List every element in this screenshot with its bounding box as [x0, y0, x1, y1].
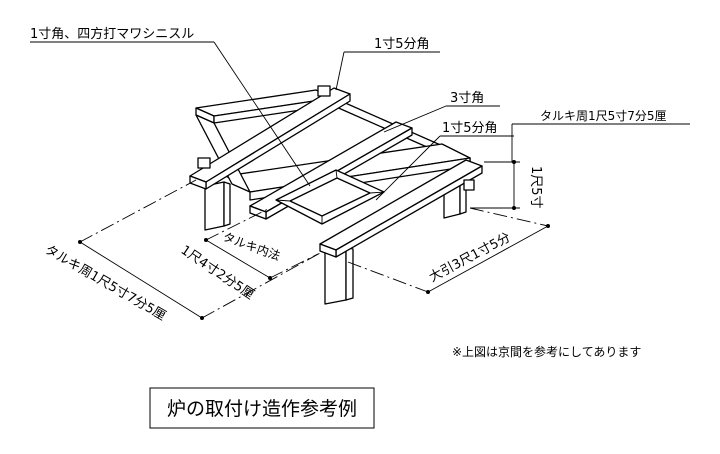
top-blocks	[197, 85, 475, 191]
dim-dot-8	[268, 276, 272, 280]
post-front-left-side	[223, 181, 231, 227]
block-3	[463, 179, 475, 191]
dim-dot-3	[426, 290, 430, 294]
note-text: ※上図は京間を参考にしてあります	[452, 344, 641, 359]
dim-inner-ext-1	[205, 207, 271, 241]
leader-lines	[30, 41, 690, 201]
label-top-timber: 1寸5分角	[374, 37, 430, 52]
block-1	[317, 85, 331, 97]
timber-long-2-end	[249, 205, 267, 220]
label-top-left: 1寸角、四方打マワシニスル	[30, 26, 194, 42]
dim-length-ext-2	[469, 207, 549, 227]
label-left-outer: タルキ周1尺5寸7分5厘	[42, 242, 168, 324]
label-right-outer: タルキ周1尺5寸7分5厘	[540, 109, 667, 123]
title-box	[149, 387, 375, 429]
hearth-corner-2	[335, 169, 338, 179]
post-front-left	[204, 181, 225, 231]
dim-dot-7	[204, 238, 208, 242]
leader-top-left	[213, 41, 311, 187]
dim-left-line	[79, 241, 203, 319]
leader-top-timber	[335, 51, 345, 91]
dim-left-ext-2	[201, 251, 323, 319]
post-front-right-side	[345, 246, 354, 301]
leader-inner	[375, 135, 441, 201]
label-right-length: 大引3尺1寸5分	[427, 230, 513, 285]
hearth-corner-1	[275, 199, 291, 202]
dim-inner-ext-2	[269, 253, 319, 279]
leader-center	[383, 105, 447, 133]
dim-dot-2	[512, 206, 516, 210]
dimension-lines	[78, 160, 550, 320]
block-2	[197, 157, 211, 169]
label-inner-width-top: タルキ内法	[221, 230, 282, 264]
label-inner-width-bottom: 1尺4寸2分5厘	[178, 243, 257, 303]
dim-dot-6	[200, 316, 204, 320]
dim-dot-1	[512, 160, 516, 164]
dim-dot-4	[546, 224, 550, 228]
dim-dot-5	[78, 240, 82, 244]
timber-long-3-end	[319, 243, 337, 258]
dim-inner-line	[205, 239, 271, 279]
label-right-height: 1尺5寸	[528, 166, 543, 209]
label-center-timber: 3寸角	[450, 91, 484, 106]
dim-left-ext-1	[79, 179, 197, 243]
dim-length-line	[427, 225, 549, 293]
diagram-title: 炉の取付け造作参考例	[167, 398, 357, 420]
label-inner-timber: 1寸5分角	[442, 121, 498, 136]
dim-length-ext-1	[347, 261, 429, 293]
hearth-corner-3	[369, 191, 385, 194]
timber-long-1-end	[189, 175, 207, 190]
